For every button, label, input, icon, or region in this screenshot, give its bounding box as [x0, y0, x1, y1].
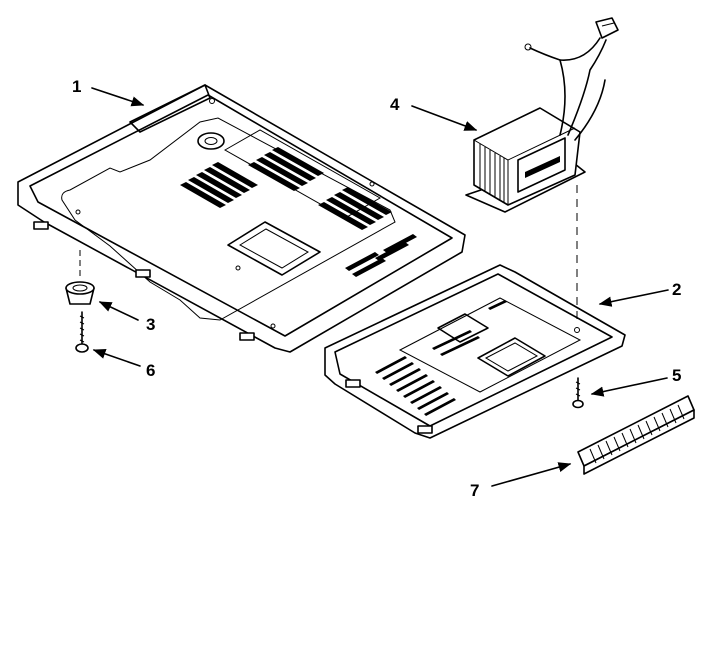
vent-slots-right: [318, 187, 392, 230]
base-plate-part: [17, 84, 466, 353]
leader-arrow-1: [91, 87, 145, 107]
leader-arrow-7: [491, 462, 572, 487]
callout-labels: 1 2 3 4 5 6 7: [72, 77, 681, 500]
leader-arrow-6: [92, 348, 141, 367]
spacer-strip-ribs: [589, 404, 685, 464]
leader-arrow-3: [98, 301, 139, 321]
screw-part-6: [75, 311, 89, 353]
callout-1: 1: [72, 77, 81, 96]
callout-2: 2: [672, 280, 681, 299]
leader-arrow-5: [590, 377, 668, 397]
vent-slots-lower: [345, 234, 417, 277]
sub-plate-part: [324, 264, 626, 439]
leader-arrows: [91, 87, 669, 487]
callout-4: 4: [390, 95, 400, 114]
callout-7: 7: [470, 481, 479, 500]
vent-slots-left: [180, 162, 258, 208]
callout-6: 6: [146, 361, 155, 380]
rubber-foot-part: [65, 250, 95, 305]
callout-3: 3: [146, 315, 155, 334]
spacer-strip-part: [577, 395, 695, 475]
leader-arrow-4: [411, 105, 478, 131]
transformer-laminations: [479, 144, 505, 202]
sub-plate-perforations: [375, 300, 507, 416]
callout-5: 5: [672, 366, 681, 385]
screw-part-5: [572, 377, 584, 409]
vent-slots-top: [248, 147, 324, 191]
leader-arrow-2: [598, 289, 669, 307]
transformer-part: [465, 17, 619, 320]
